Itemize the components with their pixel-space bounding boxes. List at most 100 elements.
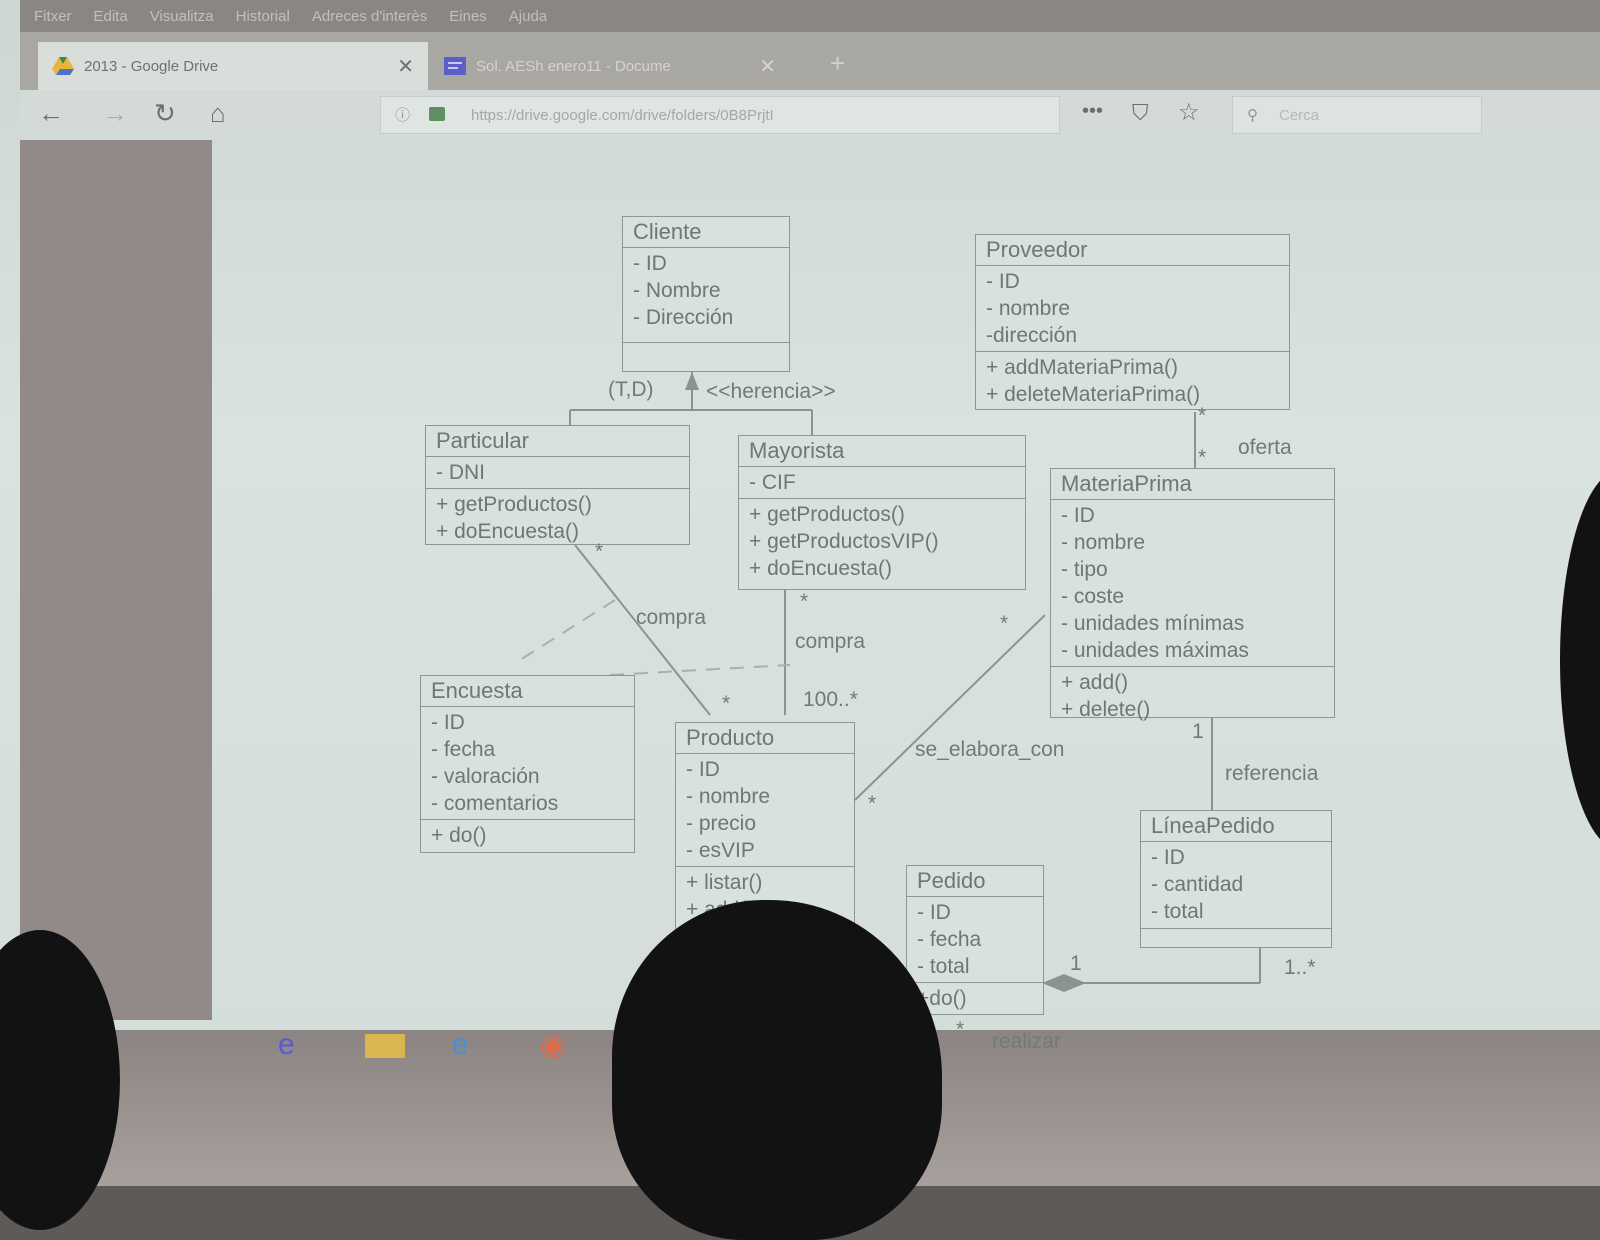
multiplicity: * [595,540,604,563]
google-drive-icon [52,57,74,75]
class-name: Producto [676,723,854,754]
address-bar[interactable]: ⓘ https://drive.google.com/drive/folders… [380,96,1060,134]
forward-icon[interactable]: → [102,98,128,128]
class-encuesta: Encuesta - ID - fecha - valoración - com… [420,675,635,853]
attribute: - unidades mínimas [1061,612,1245,635]
home-icon[interactable]: ⌂ [210,98,226,128]
multiplicity: * [1198,404,1207,427]
chrome-icon[interactable]: ◉ [540,1029,567,1062]
class-name: MateriaPrima [1051,469,1334,500]
multiplicity: 1 [1070,952,1082,975]
close-tab-icon[interactable]: ✕ [759,55,776,78]
menu-item-file[interactable]: Fitxer [34,7,72,25]
audience-head-center [612,900,942,1240]
multiplicity: * [868,792,877,815]
search-icon: ⚲ [1247,107,1258,124]
pocket-icon[interactable]: ⛉ [1132,100,1149,125]
class-name: Mayorista [739,436,1025,467]
class-name: Particular [426,426,689,457]
attribute: - Dirección [633,306,734,329]
class-proveedor: Proveedor - ID - nombre -dirección + add… [975,234,1290,410]
menu-item-history[interactable]: Historial [235,7,290,25]
association-compra: compra [636,606,707,629]
bookmark-star-icon[interactable]: ☆ [1178,99,1200,126]
inheritance-arrowhead [685,372,699,390]
operation: + do() [431,824,487,847]
navigation-bar: ← → ↻ ⌂ ⓘ https://drive.google.com/drive… [20,90,1600,140]
attribute: - total [917,955,970,978]
stereotype-herencia: <<herencia>> [706,380,836,403]
menu-item-help[interactable]: Ajuda [508,7,548,25]
operation: + doEncuesta() [749,557,893,580]
encuesta-dashed-line [519,599,616,661]
attribute: - nombre [686,785,771,808]
operation: + getProductosVIP() [749,530,939,553]
class-name: Pedido [907,866,1043,897]
class-lineapedido: LíneaPedido - ID - cantidad - total [1140,810,1332,948]
attribute: - ID [1151,846,1185,869]
menu-item-view[interactable]: Visualitza [149,7,214,25]
new-tab-button[interactable]: + [830,48,846,78]
operation: + listar() [686,871,763,894]
menu-bar: Fitxer Edita Visualitza Historial Adrece… [20,0,1600,32]
inheritance-constraint: (T,D) [608,378,654,401]
attribute: - tipo [1061,558,1108,581]
class-name: Proveedor [976,235,1289,266]
drive-sidebar-dark [20,140,212,1020]
reload-icon[interactable]: ↻ [154,98,176,128]
multiplicity: * [722,692,731,715]
attribute: - DNI [436,461,485,484]
operation: + doEncuesta() [436,520,580,543]
menu-item-bookmarks[interactable]: Adreces d'interès [311,7,428,25]
attribute: - ID [986,270,1020,293]
association-realizar: realizar [992,1030,1061,1053]
attribute: - valoración [431,765,540,788]
compra-line-particular [574,544,711,716]
operation: + delete() [1061,698,1151,721]
attribute: - total [1151,900,1204,923]
tab-document[interactable]: Sol. AESh enero11 - Docume ✕ [430,42,790,90]
search-field[interactable]: ⚲ Cerca [1232,96,1482,134]
operation: + getProductos() [436,493,592,516]
operations-empty [1141,929,1331,933]
multiplicity: * [1198,446,1207,469]
close-tab-icon[interactable]: ✕ [397,55,414,78]
attribute: - cantidad [1151,873,1244,896]
attribute: - ID [917,901,951,924]
attribute: - precio [686,812,757,835]
class-particular: Particular - DNI + getProductos() + doEn… [425,425,690,545]
operation: +do() [917,987,967,1010]
info-icon[interactable]: ⓘ [395,107,411,124]
search-placeholder: Cerca [1279,107,1320,124]
page-actions-icon[interactable]: ••• [1082,100,1104,122]
file-explorer-icon[interactable] [365,1034,405,1058]
back-icon[interactable]: ← [38,98,64,128]
internet-explorer-icon[interactable]: e [452,1028,469,1061]
attribute: - nombre [986,297,1071,320]
tab-google-drive[interactable]: 2013 - Google Drive ✕ [38,42,428,90]
menu-item-edit[interactable]: Edita [93,7,128,25]
operations-empty [623,343,789,347]
attribute: - ID [633,252,667,275]
lock-icon [429,107,445,121]
attribute: - fecha [917,928,982,951]
menu-item-tools[interactable]: Eines [449,7,487,25]
edge-icon[interactable]: e [278,1028,295,1061]
association-oferta: oferta [1238,436,1292,459]
se-elabora-con-line [854,614,1046,801]
multiplicity: * [1000,612,1009,635]
class-name: LíneaPedido [1141,811,1331,842]
attribute: - nombre [1061,531,1146,554]
operation: + getProductos() [749,503,905,526]
class-pedido: Pedido - ID - fecha - total +do() [906,865,1044,1015]
attribute: - unidades máximas [1061,639,1249,662]
encuesta-dashed-line-2 [609,664,791,676]
multiplicity-100: 100..* [803,688,858,711]
attribute: - ID [686,758,720,781]
attribute: - comentarios [431,792,559,815]
class-cliente: Cliente - ID - Nombre - Dirección [622,216,790,372]
class-mayorista: Mayorista - CIF + getProductos() + getPr… [738,435,1026,590]
class-name: Cliente [623,217,789,248]
attribute: - coste [1061,585,1125,608]
tab-strip: 2013 - Google Drive ✕ Sol. AESh enero11 … [20,32,1600,90]
